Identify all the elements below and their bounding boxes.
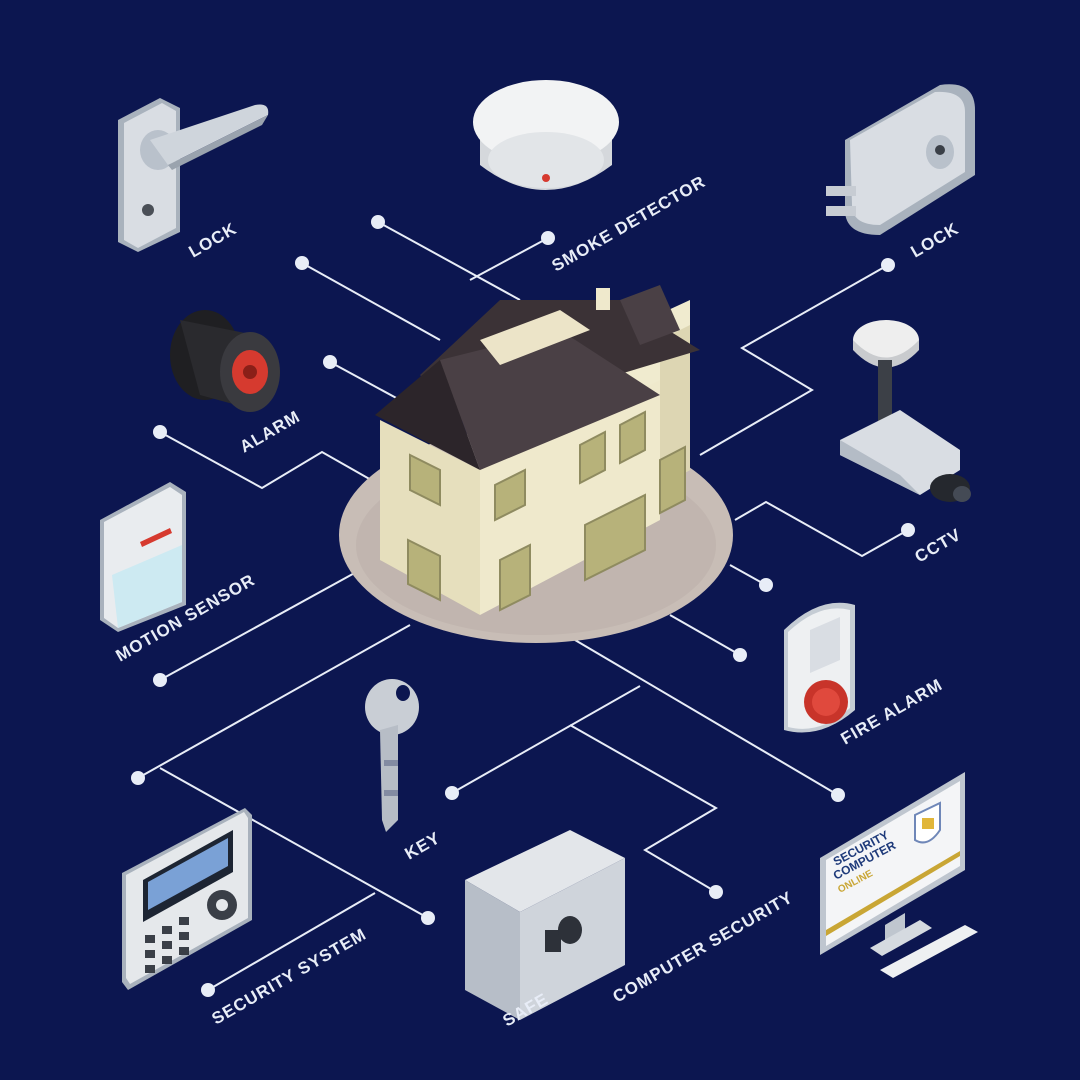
dot	[541, 231, 555, 245]
dot	[421, 911, 435, 925]
connector-alarm-top	[301, 262, 441, 341]
key-icon	[365, 679, 419, 832]
dot	[831, 788, 845, 802]
dot	[153, 425, 167, 439]
dot	[709, 885, 723, 899]
connector-computer	[574, 639, 839, 796]
connector-lock-right	[699, 264, 889, 456]
house-icon	[339, 285, 733, 643]
connector-motion-sensor	[159, 431, 381, 490]
connector-dots	[131, 215, 915, 997]
connector-keypad	[159, 767, 429, 919]
connector-motion-low	[159, 569, 361, 681]
safe-icon	[465, 830, 625, 1020]
connector-key	[451, 685, 641, 794]
dot	[445, 786, 459, 800]
connector-alarm	[329, 361, 401, 401]
dot	[759, 578, 773, 592]
keypad-icon	[122, 808, 252, 990]
connector-fire-alarm	[669, 614, 741, 656]
connector-cctv	[734, 500, 909, 558]
door-lock-icon	[826, 84, 975, 236]
door-handle-icon	[118, 98, 269, 252]
fire-alarm-icon	[784, 602, 855, 733]
dot	[153, 673, 167, 687]
dot	[323, 355, 337, 369]
dot	[881, 258, 895, 272]
dot	[295, 256, 309, 270]
computer-monitor-icon: SECURITY COMPUTER ONLINE	[820, 772, 978, 978]
smoke-detector-icon	[473, 80, 619, 190]
connector-security-label	[207, 892, 376, 991]
dot	[201, 983, 215, 997]
connector-lock-left	[377, 221, 521, 301]
dot	[131, 771, 145, 785]
dot	[733, 648, 747, 662]
cctv-camera-icon	[840, 320, 971, 502]
motion-sensor-icon	[100, 482, 186, 632]
connector-security-system	[137, 624, 411, 779]
connector-safe	[569, 724, 718, 893]
dot	[371, 215, 385, 229]
connector-smoke-detector	[469, 237, 549, 281]
alarm-siren-icon	[170, 310, 280, 412]
dot	[901, 523, 915, 537]
